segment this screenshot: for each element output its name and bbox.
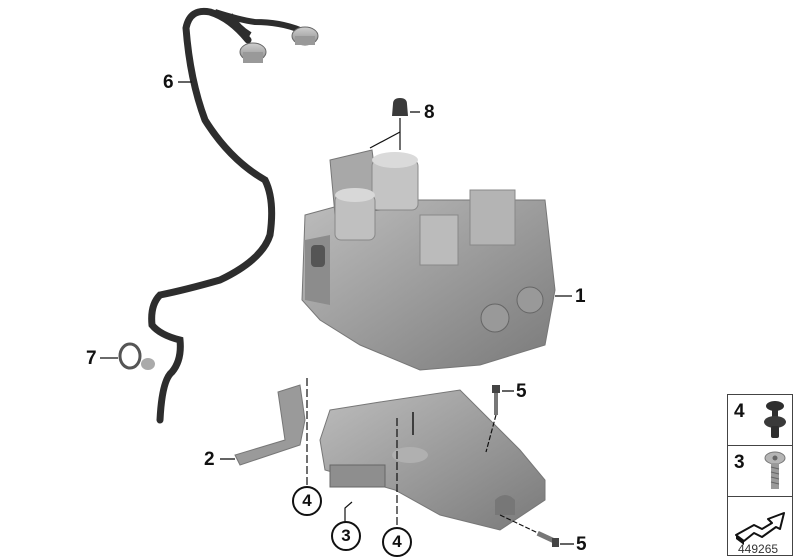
legend-label-3: 3 xyxy=(734,452,745,473)
parts-legend: 4 3 xyxy=(727,394,793,556)
bolt-upper xyxy=(485,385,500,453)
brake-line xyxy=(148,7,319,424)
rivet-clip-icon xyxy=(764,401,786,438)
direction-arrow-icon xyxy=(735,512,785,545)
hose-clamp xyxy=(118,342,155,370)
cap xyxy=(369,98,408,150)
legend-label-4: 4 xyxy=(734,401,745,422)
callout-3-circled[interactable]: 3 xyxy=(331,521,361,551)
callout-6[interactable]: 6 xyxy=(163,72,174,93)
bolt-lower xyxy=(499,514,559,547)
callout-2[interactable]: 2 xyxy=(204,449,215,470)
bracket xyxy=(234,384,546,531)
callout-7[interactable]: 7 xyxy=(86,348,97,369)
callout-4-circled-right[interactable]: 4 xyxy=(382,527,412,557)
callout-5-upper[interactable]: 5 xyxy=(516,381,527,402)
image-number: 449265 xyxy=(738,542,779,556)
callout-1[interactable]: 1 xyxy=(575,286,586,307)
hydraulic-unit xyxy=(301,149,556,371)
callout-4-circled-left[interactable]: 4 xyxy=(292,486,322,516)
callout-8[interactable]: 8 xyxy=(424,102,435,123)
legend-item-3[interactable]: 3 xyxy=(728,446,792,497)
legend-item-arrow[interactable] xyxy=(728,497,792,555)
legend-item-4[interactable]: 4 xyxy=(728,395,792,446)
screw-icon xyxy=(764,451,786,489)
callout-5-lower[interactable]: 5 xyxy=(576,534,587,555)
